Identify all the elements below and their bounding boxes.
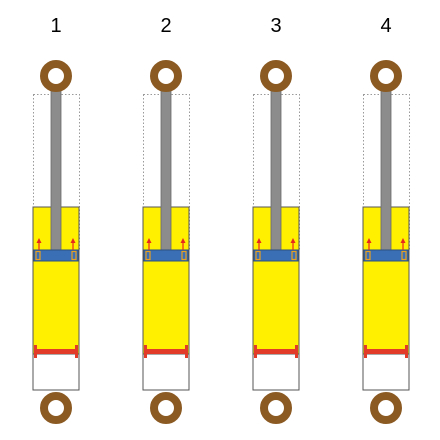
flow-arrow-icon <box>366 238 372 243</box>
shock-absorber-4: 4 <box>362 15 410 424</box>
piston-ring-left <box>35 250 41 261</box>
gas-chamber <box>362 353 410 391</box>
flow-arrow-icon <box>180 238 186 243</box>
flow-arrow-icon <box>70 238 76 243</box>
floating-piston-right-lip <box>185 345 188 358</box>
piston <box>253 249 299 262</box>
gas-chamber <box>142 353 190 391</box>
shock-label: 1 <box>50 15 61 37</box>
floating-piston <box>145 349 187 354</box>
piston-ring-right <box>291 250 297 261</box>
piston-ring-left <box>255 250 261 261</box>
floating-piston-right-lip <box>75 345 78 358</box>
piston <box>33 249 79 262</box>
floating-piston <box>35 349 77 354</box>
bottom-mounting-eye-icon <box>370 392 402 424</box>
shock-absorber-2: 2 <box>142 15 190 424</box>
floating-piston-right-lip <box>405 345 408 358</box>
shock-absorber-3: 3 <box>252 15 300 424</box>
shock-label: 4 <box>380 15 391 37</box>
piston-rod <box>380 89 392 253</box>
piston-rod <box>50 89 62 253</box>
top-mounting-eye-icon <box>150 60 182 92</box>
floating-piston-left-lip <box>364 345 367 358</box>
piston-ring-right <box>71 250 77 261</box>
shock-absorber-1: 1 <box>32 15 80 424</box>
top-mounting-eye-icon <box>370 60 402 92</box>
piston-ring-right <box>401 250 407 261</box>
floating-piston-left-lip <box>34 345 37 358</box>
flow-arrow-icon <box>400 238 406 243</box>
gas-chamber <box>32 353 80 391</box>
shock-label: 3 <box>270 15 281 37</box>
piston-ring-left <box>365 250 371 261</box>
flow-arrow-icon <box>36 238 42 243</box>
bottom-mounting-eye-icon <box>150 392 182 424</box>
piston <box>363 249 409 262</box>
floating-piston-left-lip <box>254 345 257 358</box>
piston-ring-left <box>145 250 151 261</box>
floating-piston <box>255 349 297 354</box>
flow-arrow-icon <box>256 238 262 243</box>
floating-piston <box>365 349 407 354</box>
piston-rod <box>160 89 172 253</box>
piston-rod <box>270 89 282 253</box>
bottom-mounting-eye-icon <box>40 392 72 424</box>
piston <box>143 249 189 262</box>
flow-arrow-icon <box>146 238 152 243</box>
piston-ring-right <box>181 250 187 261</box>
top-mounting-eye-icon <box>260 60 292 92</box>
flow-arrow-icon <box>290 238 296 243</box>
floating-piston-left-lip <box>144 345 147 358</box>
gas-chamber <box>252 353 300 391</box>
shock-label: 2 <box>160 15 171 37</box>
floating-piston-right-lip <box>295 345 298 358</box>
top-mounting-eye-icon <box>40 60 72 92</box>
bottom-mounting-eye-icon <box>260 392 292 424</box>
